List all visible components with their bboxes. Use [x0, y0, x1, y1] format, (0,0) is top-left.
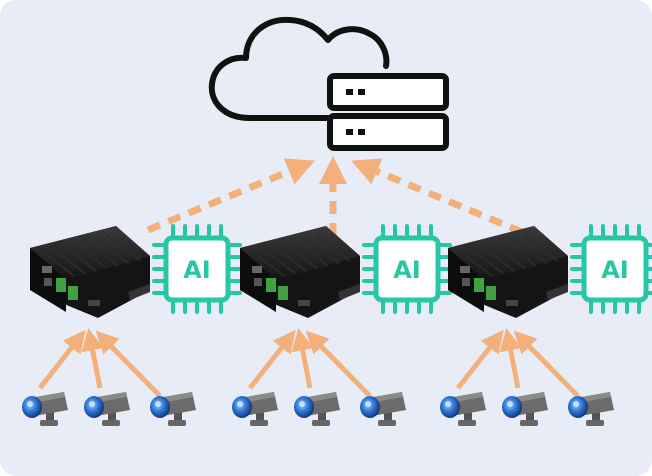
- camera-arrow-3: [513, 330, 580, 398]
- ai-chip-icon: AI: [152, 224, 242, 314]
- camera-arrows: [248, 328, 372, 398]
- server-rack-icon: [327, 73, 449, 151]
- cloud-icon: [208, 16, 390, 121]
- security-camera-icon: [502, 392, 548, 426]
- ai-chip-label: AI: [393, 256, 421, 284]
- edge-computer-icon: [448, 226, 568, 318]
- uplink-arrow-3: [351, 158, 524, 236]
- edge-node-3: AI: [440, 224, 652, 426]
- camera-arrow-1: [38, 329, 86, 390]
- camera-arrow-3: [305, 330, 372, 398]
- edge-computer-icon: [30, 226, 150, 318]
- edge-node-2: AI: [232, 224, 452, 426]
- security-camera-icon: [22, 392, 68, 426]
- security-camera-icon: [294, 392, 340, 426]
- security-camera-icon: [568, 392, 614, 426]
- ai-chip-icon: AI: [570, 224, 652, 314]
- camera-arrows: [38, 328, 162, 398]
- camera-arrow-2: [81, 328, 104, 389]
- ai-chip-label: AI: [601, 256, 629, 284]
- security-camera-icon: [440, 392, 486, 426]
- camera-arrow-3: [95, 330, 162, 398]
- security-camera-icon: [360, 392, 406, 426]
- security-camera-icon: [232, 392, 278, 426]
- uplink-arrow-1: [146, 158, 315, 234]
- uplink-arrows: [146, 156, 524, 236]
- edge-computer-icon: [240, 226, 360, 318]
- edge-node-1: AI: [22, 224, 242, 426]
- ai-chip-icon: AI: [362, 224, 452, 314]
- camera-arrows: [456, 328, 580, 398]
- camera-arrow-2: [499, 328, 522, 389]
- camera-arrow-1: [456, 329, 504, 390]
- camera-arrow-1: [248, 329, 296, 390]
- security-camera-icon: [150, 392, 196, 426]
- ai-chip-label: AI: [183, 256, 211, 284]
- camera-arrow-2: [291, 328, 314, 389]
- security-camera-icon: [84, 392, 130, 426]
